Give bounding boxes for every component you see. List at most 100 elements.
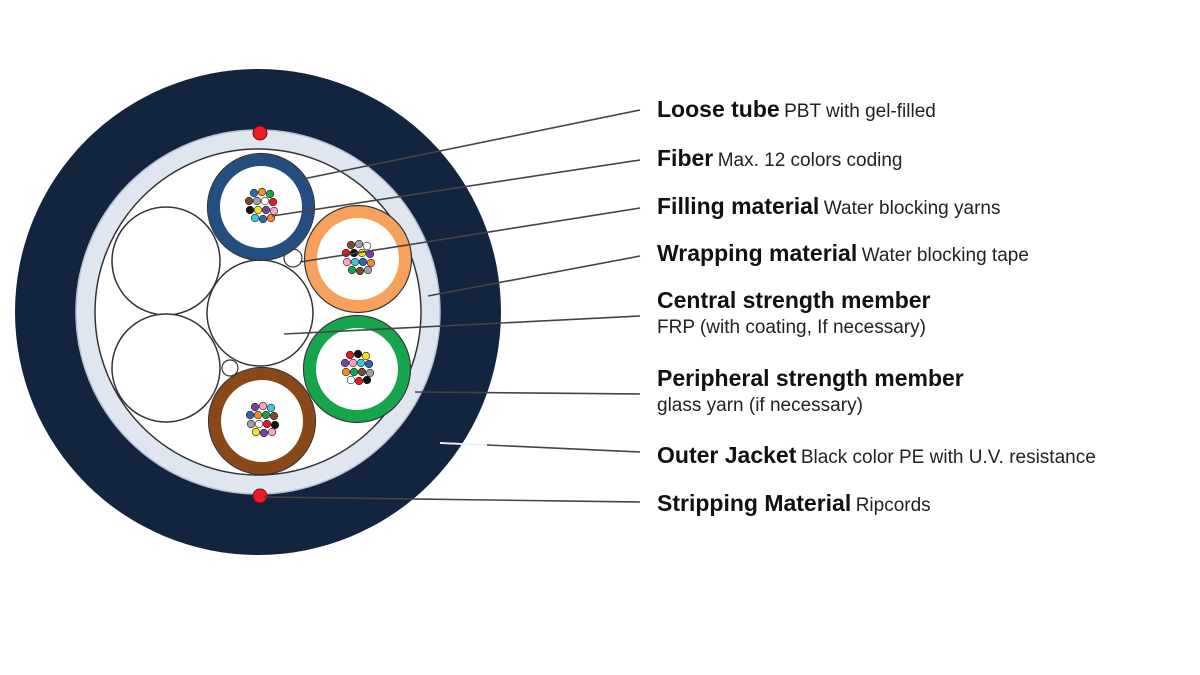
filler-rod-bottom-left: [111, 313, 221, 423]
fiber: [269, 206, 279, 216]
fiber: [265, 189, 275, 199]
label-stripping-material: Stripping Material Ripcords: [657, 490, 931, 518]
fiber: [249, 188, 259, 198]
fiber: [244, 196, 254, 206]
label-title: Peripheral strength member: [657, 365, 964, 391]
leader-filling-material: [299, 207, 641, 263]
label-title: Wrapping material: [657, 240, 858, 266]
fiber: [270, 420, 280, 430]
fiber: [364, 359, 374, 369]
fiber: [346, 240, 356, 250]
label-filling-material: Filling material Water blocking yarns: [657, 193, 1000, 221]
label-title: Outer Jacket: [657, 442, 797, 468]
fiber: [353, 349, 363, 359]
fiber: [258, 214, 268, 224]
leader-outer-jacket-ext: [486, 444, 641, 453]
fiber: [246, 419, 256, 429]
fiber: [349, 367, 359, 377]
fiber: [266, 403, 276, 413]
fiber: [362, 241, 372, 251]
fiber: [253, 410, 263, 420]
fiber: [363, 265, 373, 275]
filler-rod-top-left: [111, 206, 221, 316]
label-desc: glass yarn (if necessary): [657, 394, 863, 416]
label-desc: Ripcords: [855, 495, 931, 516]
fiber: [253, 205, 263, 215]
fiber: [252, 196, 262, 206]
fiber: [269, 411, 279, 421]
fiber: [345, 350, 355, 360]
ripcord-bottom: [252, 488, 268, 504]
loose-tube-blue: [208, 154, 314, 260]
fiber: [251, 427, 261, 437]
fiber: [356, 358, 366, 368]
filling-yarn-2: [221, 359, 239, 377]
label-desc: Max. 12 colors coding: [717, 150, 903, 171]
loose-tube-orange: [305, 206, 411, 312]
fiber: [361, 351, 371, 361]
fiber: [262, 419, 272, 429]
loose-tube-blue-outline: [206, 152, 316, 262]
label-loose-tube: Loose tube PBT with gel-filled: [657, 96, 936, 124]
fiber: [355, 266, 365, 276]
fiber: [358, 257, 368, 267]
label-title: Filling material: [657, 193, 820, 219]
fiber: [342, 257, 352, 267]
label-central-strength-member: Central strength member FRP (with coatin…: [657, 287, 931, 339]
loose-tube-green: [304, 316, 410, 422]
ripcord-top: [252, 125, 268, 141]
label-desc: Black color PE with U.V. resistance: [800, 447, 1096, 468]
loose-tube-orange-outline: [303, 204, 413, 314]
central-strength-member: [206, 259, 314, 367]
fiber: [346, 375, 356, 385]
leader-wrapping-material: [427, 255, 641, 297]
label-title: Fiber: [657, 145, 714, 171]
label-desc: FRP (with coating, If necessary): [657, 316, 926, 338]
fiber: [257, 187, 267, 197]
label-desc: Water blocking yarns: [823, 198, 1001, 219]
leader-outer-jacket-inner: [439, 442, 488, 446]
fiber: [250, 213, 260, 223]
leader-peripheral-strength-member: [414, 391, 641, 395]
fiber: [245, 205, 255, 215]
leader-central-strength-member: [283, 315, 641, 335]
fiber: [347, 265, 357, 275]
fiber: [261, 205, 271, 215]
label-fiber: Fiber Max. 12 colors coding: [657, 145, 903, 173]
fiber: [268, 197, 278, 207]
fiber: [261, 410, 271, 420]
loose-tubes: [206, 152, 413, 476]
fiber: [259, 428, 269, 438]
loose-tube-green-outline: [302, 314, 412, 424]
fiber: [365, 368, 375, 378]
fiber: [341, 367, 351, 377]
fiber: [362, 375, 372, 385]
label-title: Stripping Material: [657, 490, 852, 516]
fiber: [340, 358, 350, 368]
fiber: [357, 367, 367, 377]
label-wrapping-material: Wrapping material Water blocking tape: [657, 240, 1029, 268]
leader-stripping-material: [263, 496, 641, 503]
loose-tube-brown: [209, 368, 315, 474]
leader-lines: [263, 109, 641, 503]
fiber: [354, 239, 364, 249]
label-title: Central strength member: [657, 287, 931, 313]
label-desc: PBT with gel-filled: [784, 101, 936, 122]
leader-loose-tube: [297, 109, 641, 181]
fiber: [260, 196, 270, 206]
fiber: [350, 257, 360, 267]
fiber: [258, 401, 268, 411]
fiber: [254, 419, 264, 429]
label-desc: Water blocking tape: [861, 245, 1029, 266]
label-outer-jacket: Outer Jacket Black color PE with U.V. re…: [657, 442, 1096, 470]
fiber: [245, 410, 255, 420]
loose-tube-brown-outline: [207, 366, 317, 476]
label-peripheral-strength-member: Peripheral strength member glass yarn (i…: [657, 365, 964, 417]
fiber: [267, 427, 277, 437]
fiber: [354, 376, 364, 386]
label-title: Loose tube: [657, 96, 780, 122]
fiber: [250, 402, 260, 412]
fiber: [366, 258, 376, 268]
fiber: [348, 358, 358, 368]
